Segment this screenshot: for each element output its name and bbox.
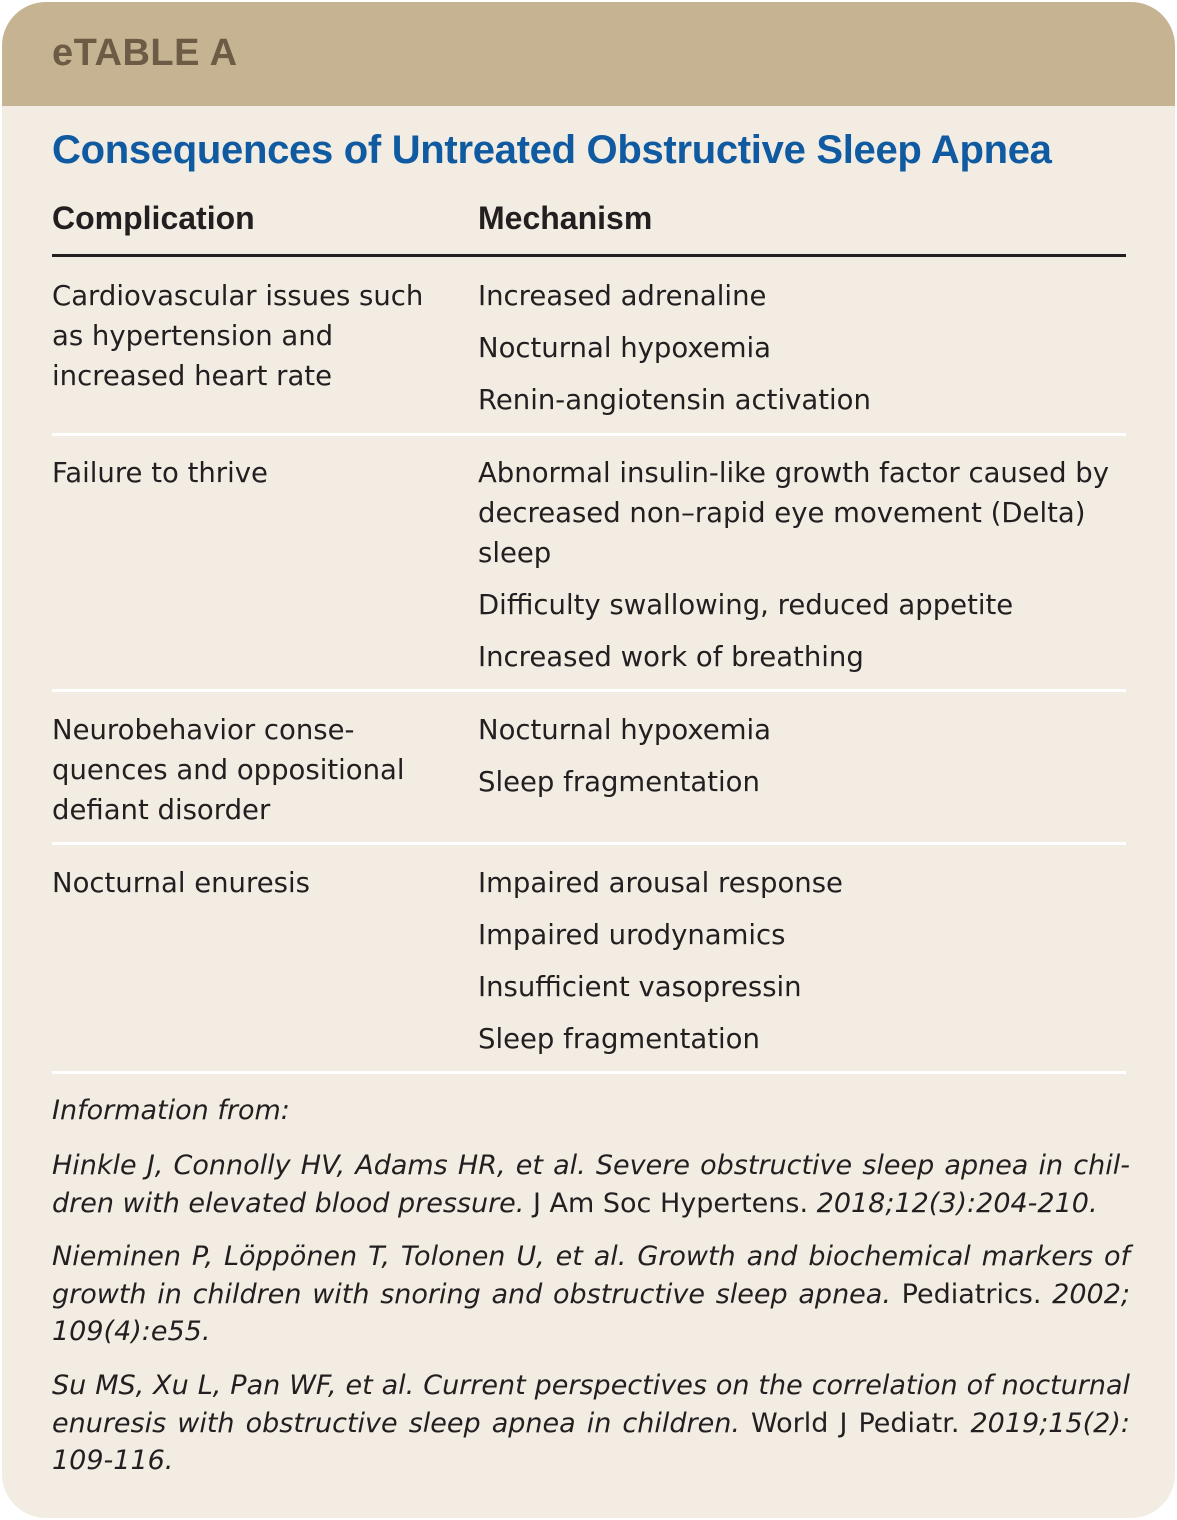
row-divider (52, 1071, 1126, 1074)
reference-2: Nieminen P, Löppönen T, Tolonen U, et al… (52, 1238, 1130, 1351)
mechanism-item: Sleep fragmentation (478, 766, 760, 798)
mechanism-item: Sleep fragmentation (478, 1023, 760, 1055)
reference-journal: Pediatrics. (901, 1278, 1042, 1310)
row-3-mechanisms: Nocturnal hypoxemia Sleep fragmentation (478, 710, 1138, 814)
mechanism-item: Insufficient vasopressin (478, 971, 802, 1003)
row-divider (52, 689, 1126, 692)
column-header-complication: Complication (52, 200, 255, 236)
mechanism-item: Impaired urodynamics (478, 919, 786, 951)
mechanism-item: Difficulty swallowing, reduced appetite (478, 589, 1014, 621)
mechanism-item: Nocturnal hypoxemia (478, 714, 771, 746)
row-4-complication: Nocturnal enuresis (52, 867, 310, 899)
row-2-complication: Failure to thrive (52, 457, 268, 489)
reference-citation: 2019;15(2): 109-116. (52, 1407, 1130, 1477)
reference-3: Su MS, Xu L, Pan WF, et al. Current pers… (52, 1367, 1130, 1480)
mechanism-item: Renin-angiotensin activation (478, 384, 871, 416)
reference-journal: J Am Soc Hypertens. (532, 1187, 809, 1219)
header-band: eTABLE A (2, 2, 1175, 106)
row-1-complication: Cardiovascular issues such as hypertensi… (52, 280, 424, 392)
mechanism-item: Abnormal insulin-like growth factor caus… (478, 457, 1110, 569)
row-3-complication: Neurobehavior conse-quences and oppositi… (52, 714, 405, 826)
mechanism-item: Impaired arousal response (478, 867, 843, 899)
reference-citation: 2002; 109(4):e55. (52, 1278, 1130, 1348)
table-label: eTABLE A (52, 32, 238, 74)
row-2-mechanisms: Abnormal insulin-like growth factor caus… (478, 453, 1118, 689)
header-divider (52, 254, 1126, 257)
table-title: Consequences of Untreated Obstructive Sl… (52, 128, 1052, 172)
row-divider (52, 433, 1126, 436)
mechanism-item: Increased adrenaline (478, 280, 767, 312)
reference-text: Hinkle J, Connolly HV, Adams HR, et al. … (52, 1150, 1130, 1219)
footnote-intro: Information from: (52, 1095, 290, 1126)
reference-journal: World J Pediatr. (751, 1407, 960, 1439)
row-4-mechanisms: Impaired arousal response Impaired urody… (478, 863, 1138, 1071)
reference-text: Nieminen P, Löppönen T, Tolonen U, et al… (52, 1241, 1130, 1310)
column-header-mechanism: Mechanism (478, 200, 653, 236)
reference-citation: 2018;12(3):204-210. (816, 1187, 1098, 1219)
mechanism-item: Nocturnal hypoxemia (478, 332, 771, 364)
mechanism-item: Increased work of breathing (478, 641, 864, 673)
reference-1: Hinkle J, Connolly HV, Adams HR, et al. … (52, 1147, 1130, 1222)
row-divider (52, 842, 1126, 845)
row-1-mechanisms: Increased adrenaline Nocturnal hypoxemia… (478, 276, 1138, 432)
reference-text: Su MS, Xu L, Pan WF, et al. Current pers… (52, 1370, 1130, 1439)
